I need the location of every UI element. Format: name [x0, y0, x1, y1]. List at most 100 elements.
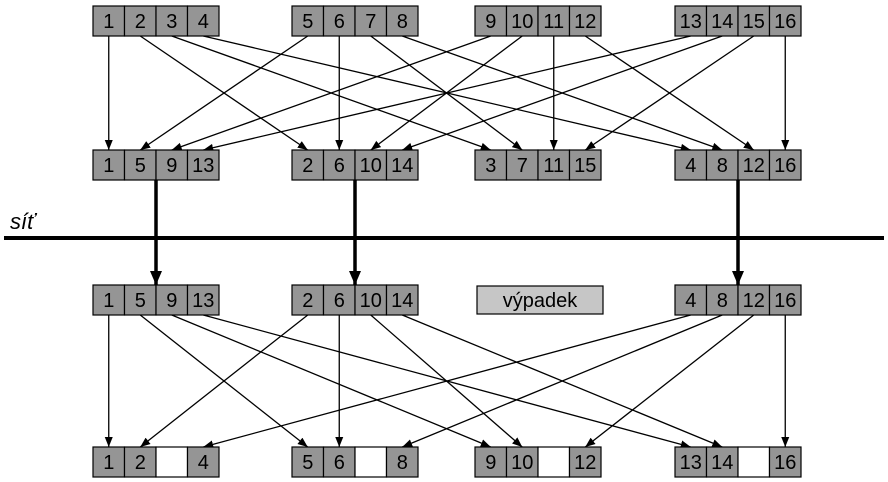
packet-number: 13 — [680, 452, 702, 474]
packet-cell — [186, 284, 220, 316]
packet-group: 9 10 12 — [474, 446, 602, 478]
packet-cell — [505, 149, 539, 181]
packet-cell — [354, 149, 388, 181]
packet-number: 4 — [685, 290, 696, 312]
packet-number: 16 — [774, 290, 796, 312]
packet-cell — [186, 149, 220, 181]
packet-number: 1 — [103, 11, 114, 33]
packet-cell — [568, 446, 602, 478]
packet-number: 8 — [717, 290, 728, 312]
packet-number: 14 — [391, 155, 413, 177]
packet-number: 8 — [717, 155, 728, 177]
packet-cell — [768, 284, 802, 316]
mapping-arrow — [584, 314, 755, 448]
packet-number: 14 — [391, 290, 413, 312]
packet-number: 2 — [135, 11, 146, 33]
packet-cell — [92, 284, 126, 316]
packet-number: 13 — [192, 155, 214, 177]
packet-number: 2 — [302, 155, 313, 177]
packet-number: 14 — [711, 11, 733, 33]
packet-number: 15 — [574, 155, 596, 177]
packet-cell — [537, 5, 571, 37]
packet-number: 13 — [192, 290, 214, 312]
loss-label: výpadek — [503, 290, 578, 312]
packet-cell — [385, 284, 419, 316]
packet-cell — [385, 5, 419, 37]
packet-cell — [92, 149, 126, 181]
loss-box — [476, 285, 604, 315]
packet-number: 11 — [543, 11, 564, 33]
packet-number: 16 — [774, 452, 796, 474]
packet-cell — [737, 5, 771, 37]
packet-cell — [568, 149, 602, 181]
packet-number: 7 — [517, 155, 528, 177]
packet-cell — [92, 446, 126, 478]
packet-cell — [705, 149, 739, 181]
packet-number: 5 — [135, 155, 146, 177]
packet-number: 4 — [198, 11, 209, 33]
packet-number: 8 — [397, 452, 408, 474]
packet-number: 9 — [485, 452, 496, 474]
packet-cell — [354, 5, 388, 37]
network-label: síť — [10, 209, 38, 234]
packet-cell — [768, 446, 802, 478]
packet-number: 9 — [166, 290, 177, 312]
packet-number: 6 — [334, 452, 345, 474]
packet-number: 7 — [365, 11, 376, 33]
packet-number: 4 — [685, 155, 696, 177]
packet-cell — [123, 5, 157, 37]
packet-number: 1 — [103, 290, 114, 312]
mapping-arrow — [139, 314, 309, 448]
mapping-arrow — [203, 35, 691, 152]
packet-number: 1 — [103, 452, 114, 474]
mapping-arrow — [171, 35, 491, 151]
packet-cell — [186, 5, 220, 37]
transmission-layer — [150, 180, 744, 285]
packet-cell — [123, 446, 157, 478]
mapping-arrow — [402, 35, 723, 151]
packet-number: 12 — [574, 452, 596, 474]
packet-cell — [674, 446, 708, 478]
packet-number: 12 — [574, 11, 596, 33]
packet-cell — [737, 284, 771, 316]
packet-number: 10 — [511, 452, 533, 474]
packet-cell — [385, 149, 419, 181]
empty-cell — [155, 446, 189, 478]
empty-cell — [737, 446, 771, 478]
packet-number: 14 — [711, 452, 733, 474]
packet-group: 9 10 11 12 — [474, 5, 602, 37]
packet-number: 13 — [680, 11, 702, 33]
packet-number: 10 — [511, 11, 533, 33]
mapping-arrow — [584, 35, 755, 151]
packet-cell — [705, 446, 739, 478]
packet-group: výpadek — [476, 285, 604, 315]
packet-number: 1 — [103, 155, 114, 177]
packet-number: 5 — [302, 11, 313, 33]
packet-number: 9 — [485, 11, 496, 33]
packet-cell — [768, 149, 802, 181]
empty-cell — [354, 446, 388, 478]
packet-number: 2 — [302, 290, 313, 312]
packet-cell — [385, 446, 419, 478]
connector-layer — [104, 35, 790, 449]
packet-cell — [322, 5, 356, 37]
packet-number: 3 — [166, 11, 177, 33]
packet-number: 4 — [198, 452, 209, 474]
packet-cell — [568, 5, 602, 37]
packet-group: 13 14 16 — [674, 446, 802, 478]
packet-cell — [186, 446, 220, 478]
